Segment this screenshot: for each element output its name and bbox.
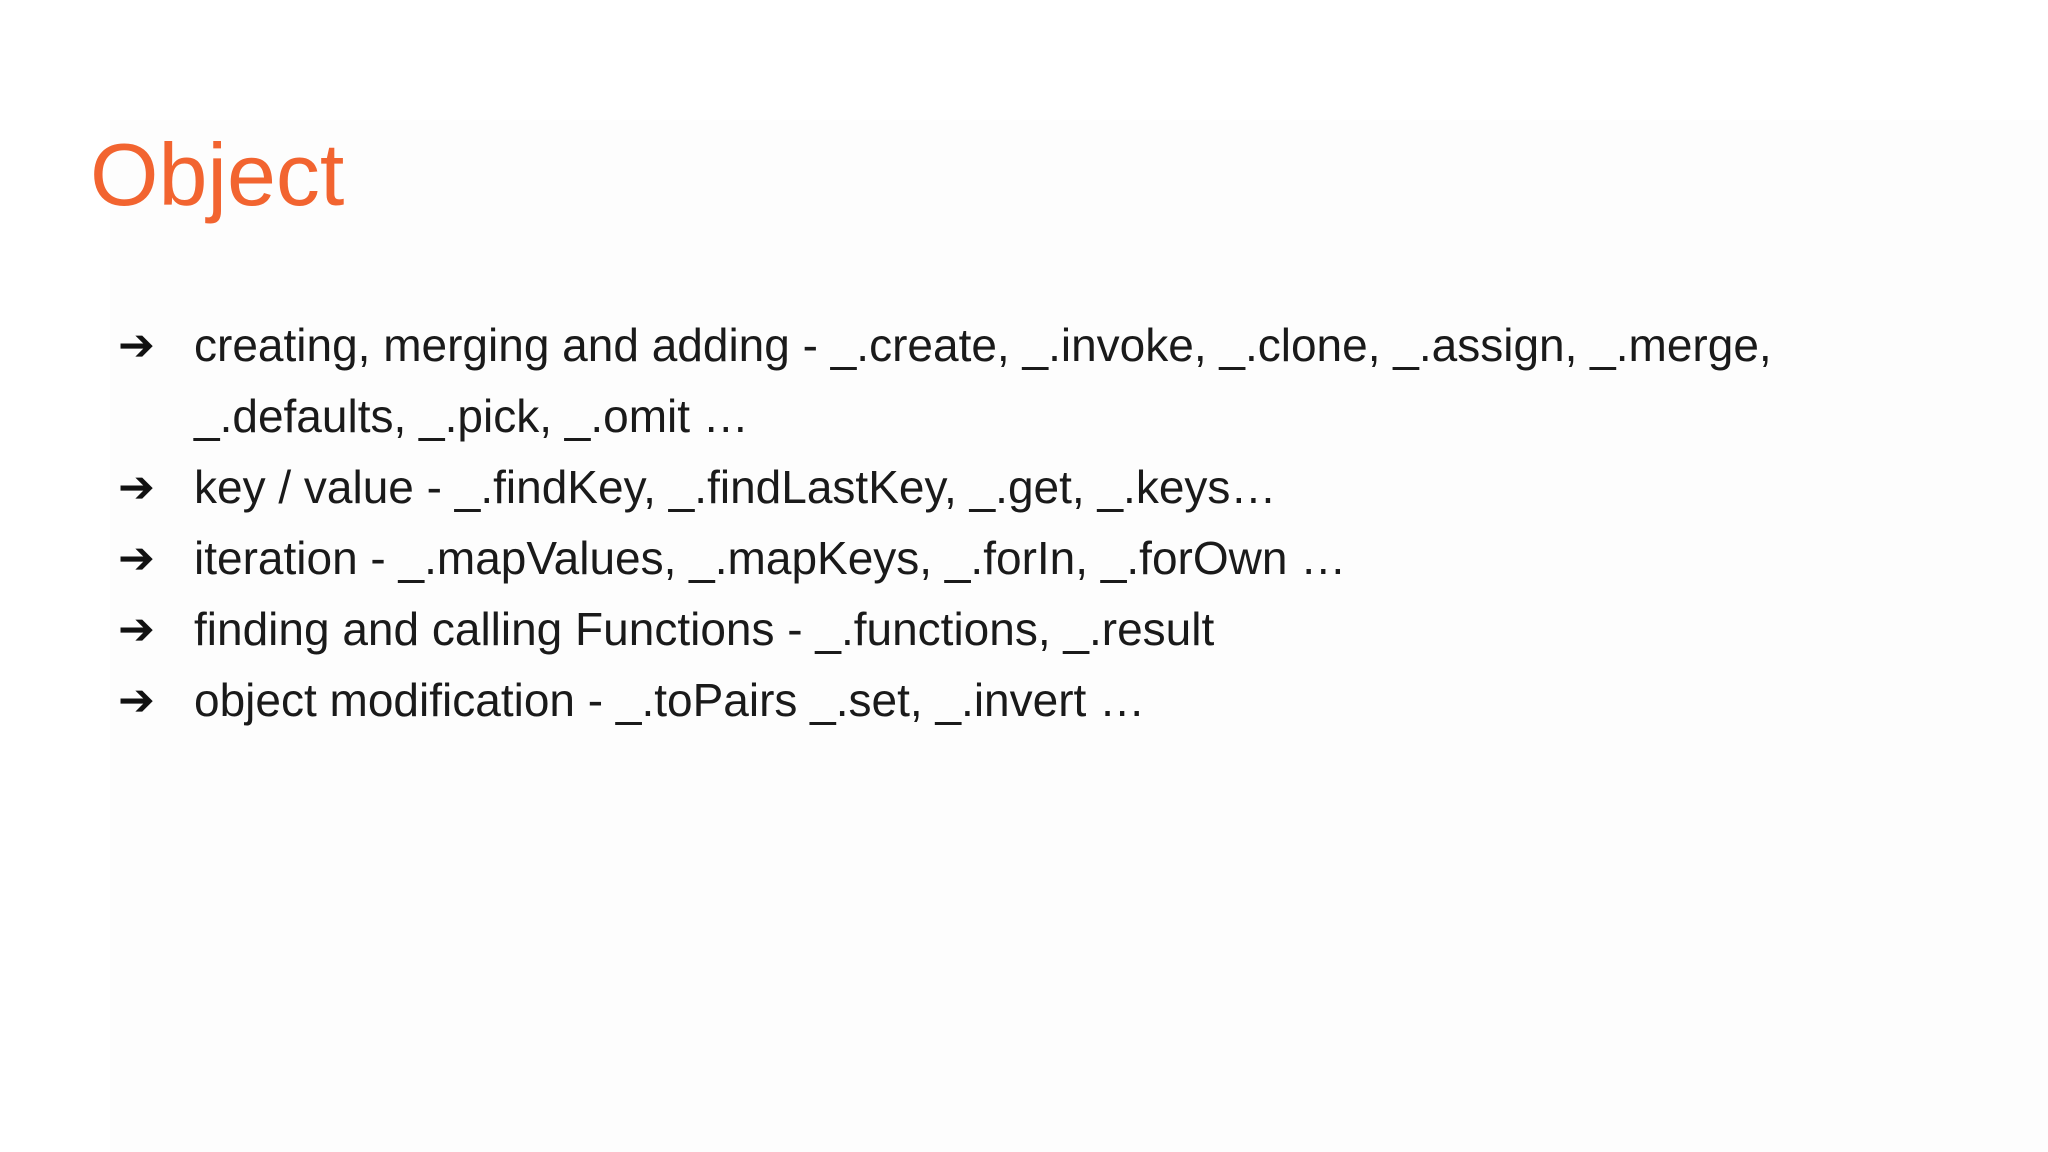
arrow-right-icon: ➔	[118, 533, 155, 584]
bullet-text: iteration - _.mapValues, _.mapKeys, _.fo…	[194, 532, 1347, 584]
bullet-item-key-value: ➔ key / value - _.findKey, _.findLastKey…	[118, 452, 1978, 523]
content-panel	[110, 120, 2048, 1152]
arrow-right-icon: ➔	[118, 675, 155, 726]
bullet-item-iteration: ➔ iteration - _.mapValues, _.mapKeys, _.…	[118, 523, 1978, 594]
bullet-text: object modification - _.toPairs _.set, _…	[194, 674, 1146, 726]
bullet-item-object-modification: ➔ object modification - _.toPairs _.set,…	[118, 665, 1978, 736]
bullet-item-functions: ➔ finding and calling Functions - _.func…	[118, 594, 1978, 665]
arrow-right-icon: ➔	[118, 604, 155, 655]
bullet-text: key / value - _.findKey, _.findLastKey, …	[194, 461, 1277, 513]
bullet-list: ➔ creating, merging and adding - _.creat…	[118, 310, 1978, 736]
arrow-right-icon: ➔	[118, 462, 155, 513]
bullet-item-creating-merging: ➔ creating, merging and adding - _.creat…	[118, 310, 1978, 452]
arrow-right-icon: ➔	[118, 320, 155, 371]
bullet-text: creating, merging and adding - _.create,…	[194, 319, 1772, 442]
slide-title: Object	[90, 125, 345, 224]
bullet-text: finding and calling Functions - _.functi…	[194, 603, 1215, 655]
